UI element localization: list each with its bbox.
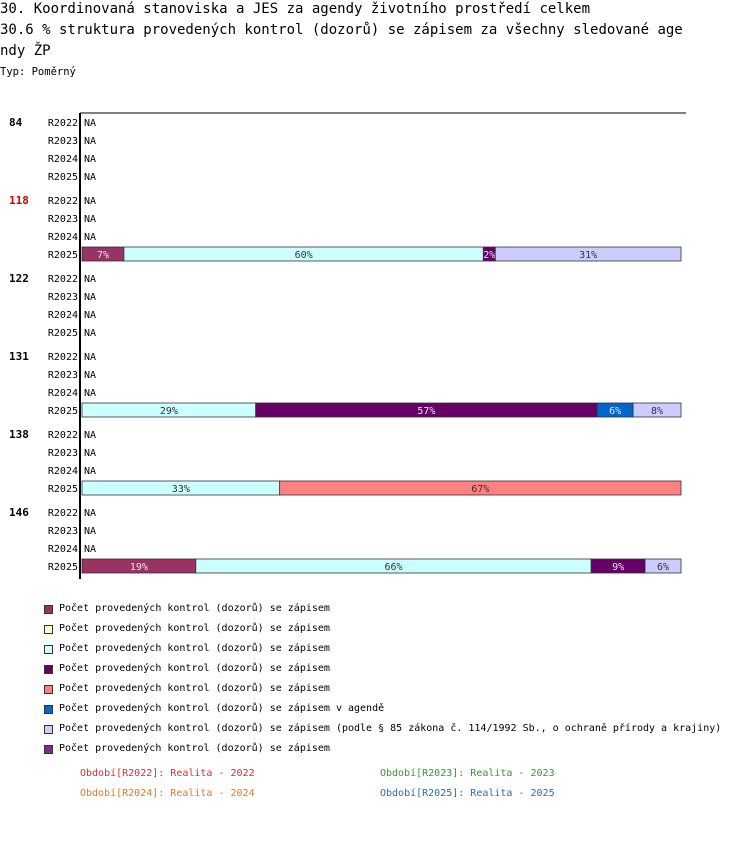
- na-label: NA: [84, 544, 96, 555]
- bar-segment: [494, 246, 682, 262]
- group-label: 118: [9, 194, 29, 207]
- period-label: R2023: [48, 136, 78, 147]
- group-label: 122: [9, 272, 29, 285]
- chart-title-line-2: 30.6 % struktura provedených kontrol (do…: [0, 22, 683, 38]
- period-label: R2023: [48, 214, 78, 225]
- period-label: R2025: [48, 250, 78, 261]
- data-label: 33%: [172, 484, 190, 495]
- legend-label: Počet provedených kontrol (dozorů) se zá…: [59, 663, 330, 674]
- na-label: NA: [84, 352, 96, 363]
- period-label: R2024: [48, 154, 78, 165]
- legend-swatch: [44, 705, 53, 714]
- period-label: R2025: [48, 484, 78, 495]
- legend-label: Počet provedených kontrol (dozorů) se zá…: [59, 703, 385, 714]
- na-label: NA: [84, 430, 96, 441]
- legend-swatch: [44, 745, 53, 754]
- na-label: NA: [84, 328, 96, 339]
- period-label: R2025: [48, 562, 78, 573]
- na-label: NA: [84, 232, 96, 243]
- na-label: NA: [84, 154, 96, 165]
- period-label: R2022: [48, 508, 78, 519]
- data-label: 57%: [417, 406, 435, 417]
- data-label: 7%: [97, 250, 109, 261]
- na-label: NA: [84, 118, 96, 129]
- period-legend-item: Období[R2023]: Realita - 2023: [380, 768, 555, 779]
- period-label: R2025: [48, 406, 78, 417]
- period-label: R2024: [48, 466, 78, 477]
- group-label: 138: [9, 428, 29, 441]
- data-label: 8%: [651, 406, 663, 417]
- chart-title-line-3: ndy ŽP: [0, 43, 51, 59]
- group-label: 84: [9, 116, 23, 129]
- legend-label: Počet provedených kontrol (dozorů) se zá…: [59, 603, 330, 614]
- na-label: NA: [84, 526, 96, 537]
- data-label: 67%: [471, 484, 489, 495]
- na-label: NA: [84, 508, 96, 519]
- na-label: NA: [84, 274, 96, 285]
- data-label: 19%: [130, 562, 148, 573]
- period-label: R2024: [48, 310, 78, 321]
- legend-swatch: [44, 725, 53, 734]
- data-label: 9%: [612, 562, 624, 573]
- group-label: 146: [9, 506, 29, 519]
- group-label: 131: [9, 350, 29, 363]
- na-label: NA: [84, 136, 96, 147]
- period-legend-item: Období[R2022]: Realita - 2022: [80, 768, 255, 779]
- period-label: R2023: [48, 370, 78, 381]
- data-label: 60%: [295, 250, 313, 261]
- period-label: R2022: [48, 274, 78, 285]
- data-label: 29%: [160, 406, 178, 417]
- na-label: NA: [84, 448, 96, 459]
- legend-swatch: [44, 625, 53, 634]
- legend-label: Počet provedených kontrol (dozorů) se zá…: [59, 743, 330, 754]
- na-label: NA: [84, 466, 96, 477]
- legend-swatch: [44, 645, 53, 654]
- legend-swatch: [44, 665, 53, 674]
- na-label: NA: [84, 196, 96, 207]
- period-label: R2025: [48, 328, 78, 339]
- legend-label: Počet provedených kontrol (dozorů) se zá…: [59, 623, 330, 634]
- chart-type-label: Typ: Poměrný: [0, 66, 76, 78]
- period-label: R2025: [48, 172, 78, 183]
- bar-segment: [632, 402, 682, 418]
- legend-swatch: [44, 605, 53, 614]
- period-label: R2023: [48, 448, 78, 459]
- na-label: NA: [84, 292, 96, 303]
- period-label: R2022: [48, 118, 78, 129]
- bar-segment: [279, 480, 682, 496]
- data-label: 66%: [384, 562, 402, 573]
- na-label: NA: [84, 370, 96, 381]
- period-label: R2022: [48, 196, 78, 207]
- period-legend-item: Období[R2024]: Realita - 2024: [80, 788, 255, 799]
- na-label: NA: [84, 214, 96, 225]
- data-label: 2%: [483, 250, 495, 261]
- legend-label: Počet provedených kontrol (dozorů) se zá…: [59, 643, 330, 654]
- na-label: NA: [84, 310, 96, 321]
- period-label: R2024: [48, 232, 78, 243]
- data-label: 31%: [579, 250, 597, 261]
- legend-swatch: [44, 685, 53, 694]
- data-label: 6%: [657, 562, 669, 573]
- period-legend-item: Období[R2025]: Realita - 2025: [380, 788, 555, 799]
- period-label: R2023: [48, 526, 78, 537]
- data-label: 6%: [609, 406, 621, 417]
- legend-label: Počet provedených kontrol (dozorů) se zá…: [59, 723, 722, 734]
- period-label: R2024: [48, 388, 78, 399]
- period-label: R2022: [48, 430, 78, 441]
- period-label: R2023: [48, 292, 78, 303]
- na-label: NA: [84, 172, 96, 183]
- legend-label: Počet provedených kontrol (dozorů) se zá…: [59, 683, 330, 694]
- period-label: R2024: [48, 544, 78, 555]
- bar-segment: [644, 558, 682, 574]
- chart-title-line-1: 30. Koordinovaná stanoviska a JES za age…: [0, 1, 591, 17]
- na-label: NA: [84, 388, 96, 399]
- period-label: R2022: [48, 352, 78, 363]
